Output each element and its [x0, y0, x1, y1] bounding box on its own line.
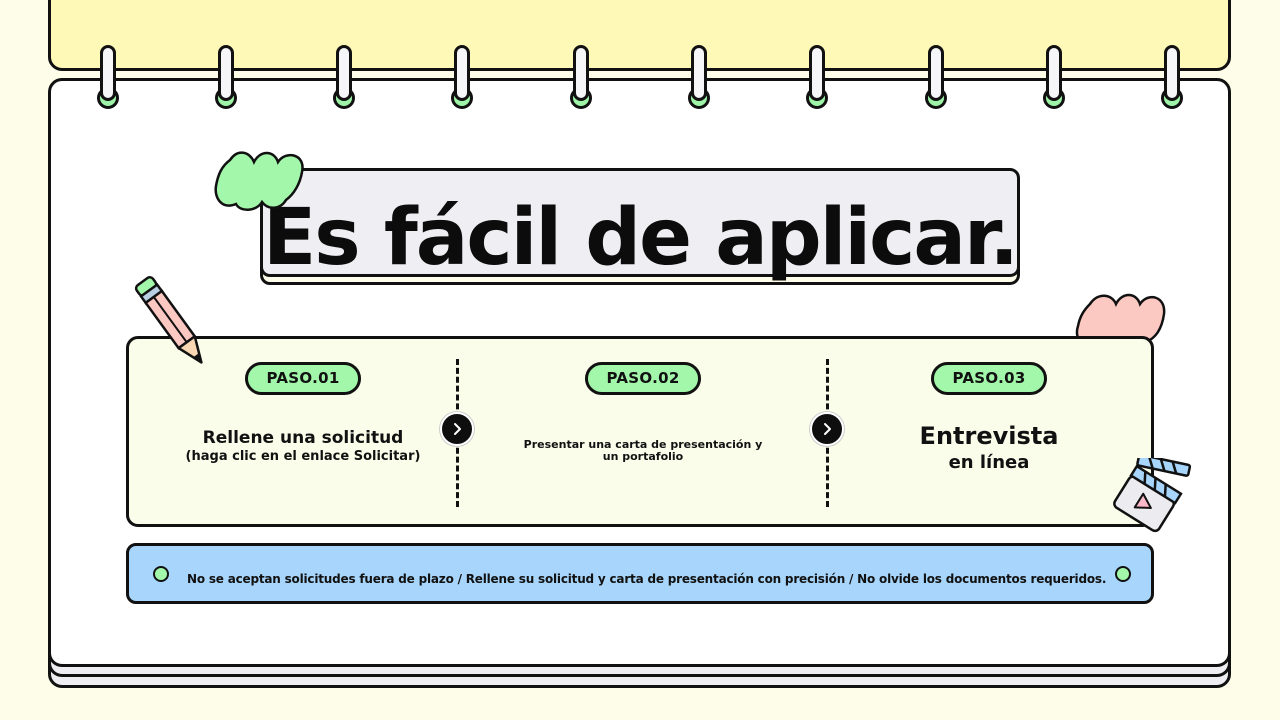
binder-ring-icon	[451, 45, 473, 109]
step-title: Entrevista	[919, 422, 1059, 450]
clapperboard-icon	[1113, 458, 1192, 533]
step-1: PASO.01 Rellene una solicitud (haga clic…	[149, 339, 457, 524]
step-badge: PASO.01	[245, 362, 361, 395]
next-step-arrow	[440, 412, 474, 446]
step-badge: PASO.02	[585, 362, 701, 395]
notice-bar: No se aceptan solicitudes fuera de plazo…	[126, 543, 1154, 604]
binder-ring-icon	[688, 45, 710, 109]
cloud-blob-green-icon	[214, 151, 304, 211]
binder-ring-icon	[1043, 45, 1065, 109]
chevron-right-icon	[824, 423, 831, 435]
binder-ring-icon	[570, 45, 592, 109]
step-title: Presentar una carta de presentación y un…	[524, 439, 763, 463]
steps-card: PASO.01 Rellene una solicitud (haga clic…	[126, 336, 1154, 527]
binder-ring-icon	[97, 45, 119, 109]
binder-ring-icon	[333, 45, 355, 109]
step-subtitle: (haga clic en el enlace Solicitar)	[185, 449, 421, 464]
bullet-dot-icon	[153, 566, 169, 582]
page-title: Es fácil de aplicar.	[263, 192, 1019, 283]
binder-ring-icon	[925, 45, 947, 109]
step-2: PASO.02 Presentar una carta de presentac…	[469, 339, 817, 524]
binder-ring-icon	[1161, 45, 1183, 109]
binder-ring-icon	[215, 45, 237, 109]
title-box: Es fácil de aplicar.	[260, 168, 1020, 283]
bullet-dot-icon	[1115, 566, 1131, 582]
next-step-arrow	[810, 412, 844, 446]
binder-ring-icon	[806, 45, 828, 109]
step-title-line-2: un portafolio	[602, 450, 684, 463]
step-badge: PASO.03	[931, 362, 1047, 395]
step-subtitle: en línea	[948, 452, 1030, 473]
pencil-icon	[134, 276, 203, 364]
step-3: PASO.03 Entrevista en línea	[839, 339, 1139, 524]
step-title: Rellene una solicitud	[202, 428, 404, 448]
chevron-right-icon	[454, 423, 461, 435]
step-title-line-1: Presentar una carta de presentación y	[523, 438, 763, 451]
notice-text: No se aceptan solicitudes fuera de plazo…	[187, 572, 1107, 586]
notebook-back-page	[48, 0, 1231, 71]
